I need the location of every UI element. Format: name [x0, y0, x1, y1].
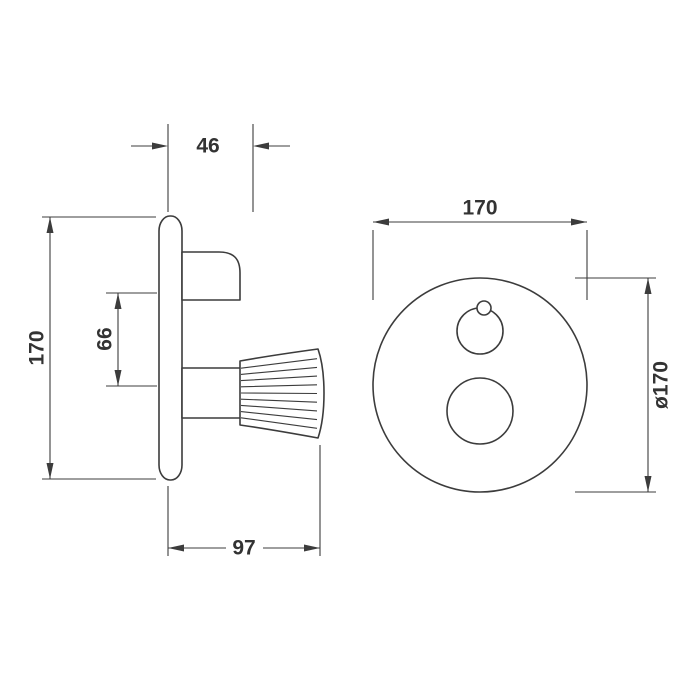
dimension-width: 170 [372, 197, 588, 300]
arrowhead [304, 544, 320, 552]
handle-marker-knob [476, 300, 492, 316]
dim-label-center-distance: 66 [94, 327, 117, 350]
dimension-depth: 97 [167, 445, 321, 560]
dim-label-diameter: ø170 [650, 361, 673, 409]
arrowhead [373, 218, 389, 226]
dimension-center-distance: 66 [94, 292, 157, 387]
spout-profile [181, 251, 241, 301]
dimension-diameter: ø170 [575, 277, 673, 493]
dimension-projection: 46 [131, 124, 290, 212]
dimension-height: 170 [26, 216, 156, 480]
arrowhead [46, 217, 54, 233]
arrowhead [152, 142, 168, 150]
arrowhead [46, 463, 54, 479]
arrowhead [114, 293, 122, 309]
volume-handle [446, 377, 514, 445]
arrowhead [114, 370, 122, 386]
arrowhead [571, 218, 587, 226]
wall-plate-side [158, 215, 183, 481]
knob-knurling [240, 358, 318, 429]
side-view [158, 215, 325, 481]
dim-label-height: 170 [26, 330, 49, 365]
arrowhead [644, 476, 652, 492]
front-view [372, 277, 588, 493]
dim-label-depth: 97 [232, 537, 255, 560]
thermostat-handle [456, 307, 504, 355]
dim-label-projection: 46 [196, 135, 219, 158]
dim-label-width: 170 [462, 197, 497, 220]
arrowhead [644, 278, 652, 294]
valve-stem [181, 367, 242, 419]
arrowhead [168, 544, 184, 552]
arrowhead [253, 142, 269, 150]
